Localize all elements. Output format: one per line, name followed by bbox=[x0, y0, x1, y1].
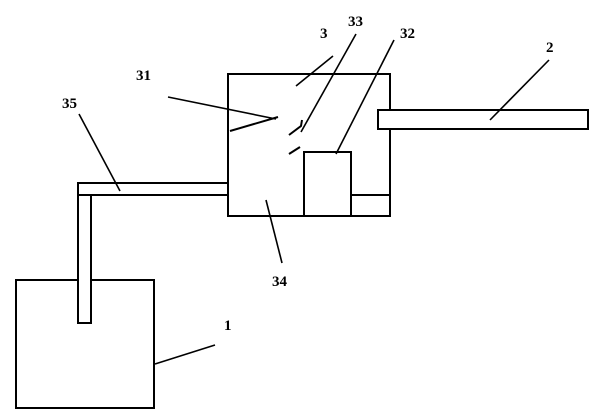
internal-block bbox=[303, 151, 352, 217]
label-31: 31 bbox=[136, 68, 151, 84]
spring-upper-piece bbox=[288, 119, 303, 136]
label-32: 32 bbox=[400, 26, 415, 42]
pipe-horizontal-segment bbox=[77, 182, 229, 196]
leader-line-32 bbox=[335, 39, 395, 155]
label-34: 34 bbox=[272, 274, 288, 290]
label-2: 2 bbox=[546, 40, 554, 56]
leader-line-35 bbox=[78, 113, 121, 192]
label-1: 1 bbox=[224, 318, 232, 334]
leader-line-2 bbox=[489, 59, 550, 121]
leader-line-1 bbox=[154, 344, 216, 365]
label-3: 3 bbox=[320, 26, 328, 42]
label-33: 33 bbox=[348, 14, 363, 30]
lever-arm bbox=[229, 116, 279, 132]
arm-bar bbox=[377, 109, 589, 130]
spring-lower-piece bbox=[288, 146, 301, 155]
leader-line-34 bbox=[265, 199, 283, 264]
leader-line-31 bbox=[167, 96, 277, 120]
label-35: 35 bbox=[62, 96, 77, 112]
pipe-vertical-segment bbox=[77, 182, 92, 324]
leader-line-33 bbox=[300, 33, 357, 133]
leader-line-3 bbox=[295, 55, 334, 87]
